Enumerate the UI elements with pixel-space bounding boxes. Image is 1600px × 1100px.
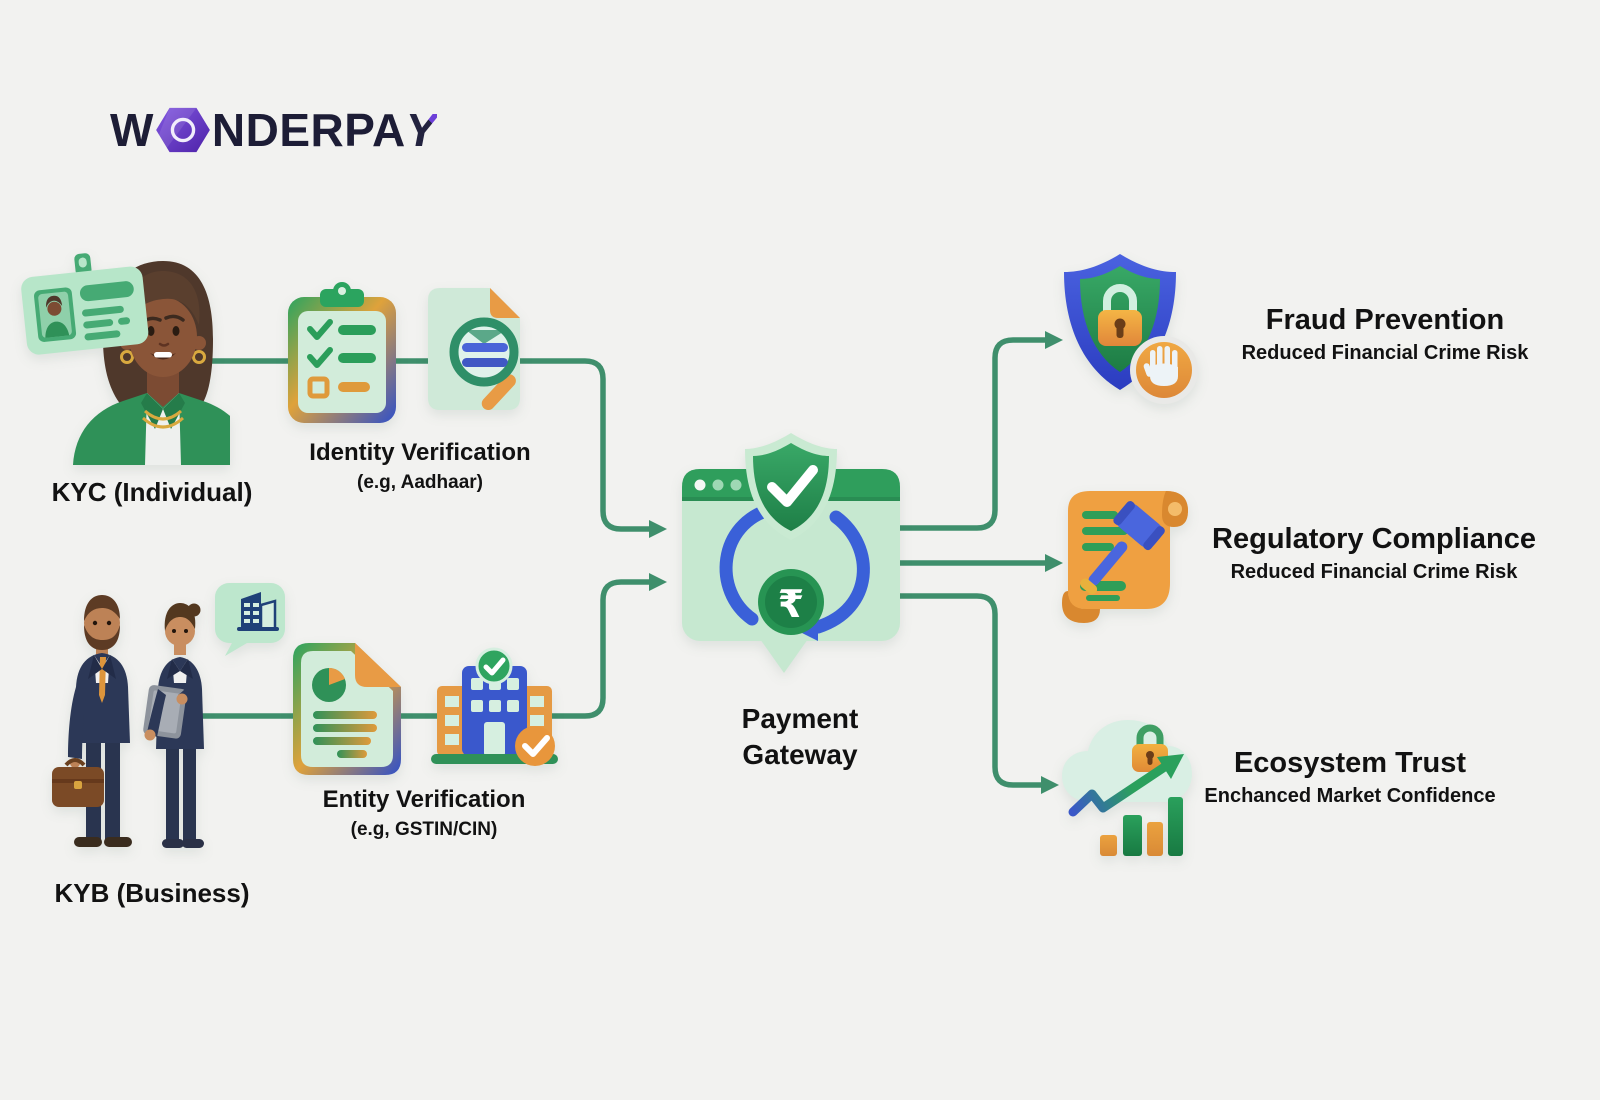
green-check-badge	[475, 647, 513, 685]
building-verification-icon	[431, 626, 558, 768]
regulatory-title: Regulatory Compliance	[1212, 523, 1536, 555]
kyc-label: KYC (Individual)	[51, 477, 253, 507]
kyc-person-illustration	[15, 243, 230, 465]
connector-kyb-to-gateway	[185, 579, 650, 719]
brand-word-start: W	[110, 104, 154, 156]
rupee-coin-icon: ₹	[758, 569, 824, 635]
ecosystem-subtitle: Enchanced Market Confidence	[1204, 785, 1496, 807]
arrowheads	[649, 331, 1063, 794]
connector-gateway-to-fraud	[880, 337, 1046, 531]
rupee-symbol: ₹	[778, 582, 804, 626]
fraud-subtitle: Reduced Financial Crime Risk	[1241, 342, 1529, 364]
entity-title: Entity Verification	[322, 786, 526, 813]
brand-logo: W NDER PA Y	[110, 103, 437, 157]
gateway-line1: Payment	[741, 703, 859, 734]
businesswoman	[143, 603, 204, 848]
kyb-label: KYB (Business)	[54, 878, 250, 908]
brand-word-mid: NDER	[211, 104, 345, 156]
building-bubble-icon	[213, 581, 287, 657]
kyb-people-illustration	[30, 583, 232, 857]
fraud-shield-icon	[1046, 250, 1198, 412]
entity-verification-caption: Entity Verification (e.g, GSTIN/CIN)	[294, 786, 554, 842]
brand-hexagon-icon	[156, 107, 210, 153]
shield-check-icon	[745, 433, 837, 540]
regulatory-subtitle: Reduced Financial Crime Risk	[1230, 561, 1518, 583]
stop-hand-badge-icon	[1130, 336, 1198, 404]
gavel-icon	[1080, 501, 1165, 595]
checklist-clipboard-icon	[288, 281, 396, 423]
fraud-title: Fraud Prevention	[1265, 304, 1505, 336]
connector-kyc-to-gateway	[185, 358, 650, 532]
building-glyph	[237, 592, 279, 631]
growth-arrow-icon	[1068, 754, 1184, 817]
brand-word-end: PA	[344, 104, 406, 156]
lock-icon	[1098, 284, 1142, 346]
payment-gateway-icon: ₹	[660, 423, 908, 681]
document-magnifier-icon	[426, 286, 544, 424]
ecosystem-title: Ecosystem Trust	[1233, 747, 1467, 779]
entity-document-icon	[293, 643, 401, 775]
ecosystem-trust-caption: Ecosystem Trust Enchanced Market Confide…	[1165, 746, 1535, 809]
businessman	[52, 595, 132, 847]
identity-verification-caption: Identity Verification (e.g, Aadhaar)	[290, 439, 550, 495]
cycle-arrows-icon	[719, 502, 870, 634]
identity-title: Identity Verification	[309, 439, 531, 466]
fraud-prevention-caption: Fraud Prevention Reduced Financial Crime…	[1200, 303, 1570, 366]
bar-chart	[1100, 797, 1183, 856]
regulatory-compliance-caption: Regulatory Compliance Reduced Financial …	[1189, 522, 1559, 585]
entity-subtitle: (e.g, GSTIN/CIN)	[350, 819, 498, 840]
compliance-scroll-icon	[1048, 483, 1200, 625]
connector-gateway-to-ecosystem	[880, 593, 1042, 788]
brand-word-y: Y	[405, 104, 437, 156]
orange-check-badge	[515, 726, 555, 766]
gateway-line2: Gateway	[742, 739, 858, 770]
cloud-lock-icon	[1132, 724, 1168, 772]
ecosystem-cloud-icon	[1046, 698, 1198, 860]
id-card-icon	[21, 253, 149, 355]
identity-subtitle: (e.g, Aadhaar)	[357, 472, 483, 493]
payment-gateway-caption: Payment Gateway	[700, 701, 900, 773]
